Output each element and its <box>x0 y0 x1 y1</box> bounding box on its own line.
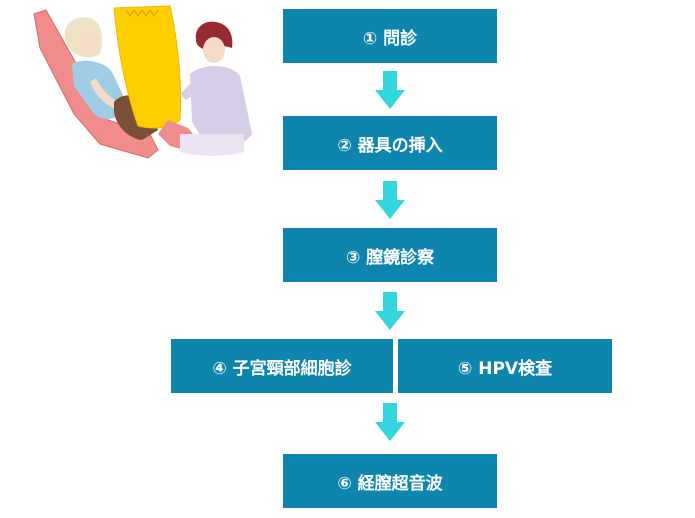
step-speculum-exam: ③ 膣鏡診察 <box>283 228 497 282</box>
step-cervical-cytology: ④ 子宮頸部細胞診 <box>171 339 393 393</box>
arrow-down-icon <box>375 181 405 219</box>
examination-illustration <box>33 5 252 159</box>
step-hpv-test-label: ⑤ HPV検査 <box>457 358 553 379</box>
step-hpv-test: ⑤ HPV検査 <box>398 339 612 393</box>
step-transvaginal-ultrasound: ⑥ 経膣超音波 <box>283 454 497 508</box>
step-speculum-exam-label: ③ 膣鏡診察 <box>345 247 435 268</box>
step-cervical-cytology-label: ④ 子宮頸部細胞診 <box>212 358 352 379</box>
step-transvaginal-ultrasound-label: ⑥ 経膣超音波 <box>337 473 443 494</box>
step-interview: ① 問診 <box>283 9 497 63</box>
step-interview-label: ① 問診 <box>362 28 418 49</box>
arrow-down-icon <box>375 292 405 330</box>
arrow-down-icon <box>375 403 405 441</box>
step-instrument-insertion-label: ② 器具の挿入 <box>337 135 443 156</box>
arrow-down-icon <box>375 71 405 109</box>
step-instrument-insertion: ② 器具の挿入 <box>283 116 497 170</box>
